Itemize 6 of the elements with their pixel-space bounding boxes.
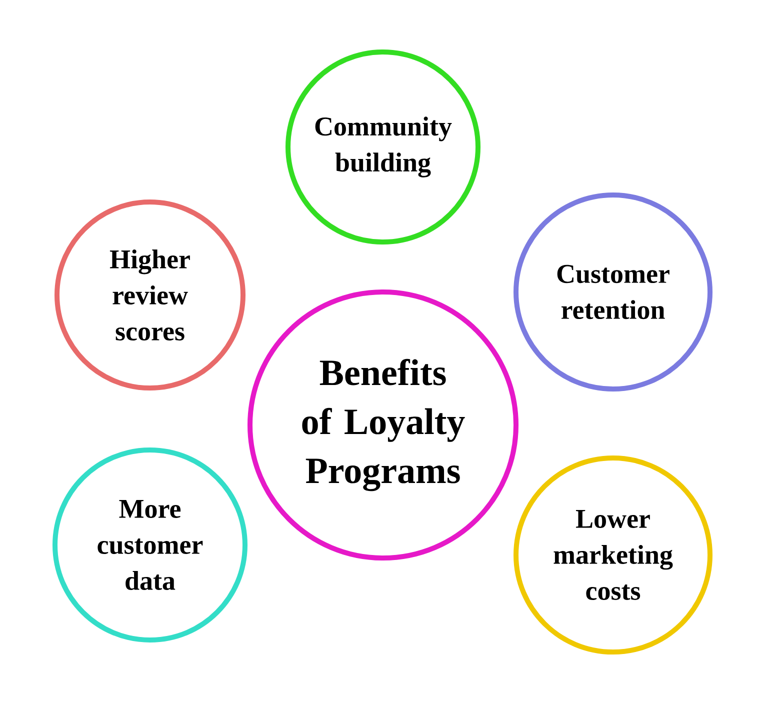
circle-node: Customer retention — [514, 192, 712, 392]
circle-node: Lower marketing costs — [514, 456, 712, 654]
circle-node: Benefits of Loyalty Programs — [248, 290, 518, 560]
circle-node: More customer data — [52, 448, 248, 642]
circle-node: Community building — [286, 50, 480, 244]
circle-node: Higher review scores — [54, 200, 246, 390]
